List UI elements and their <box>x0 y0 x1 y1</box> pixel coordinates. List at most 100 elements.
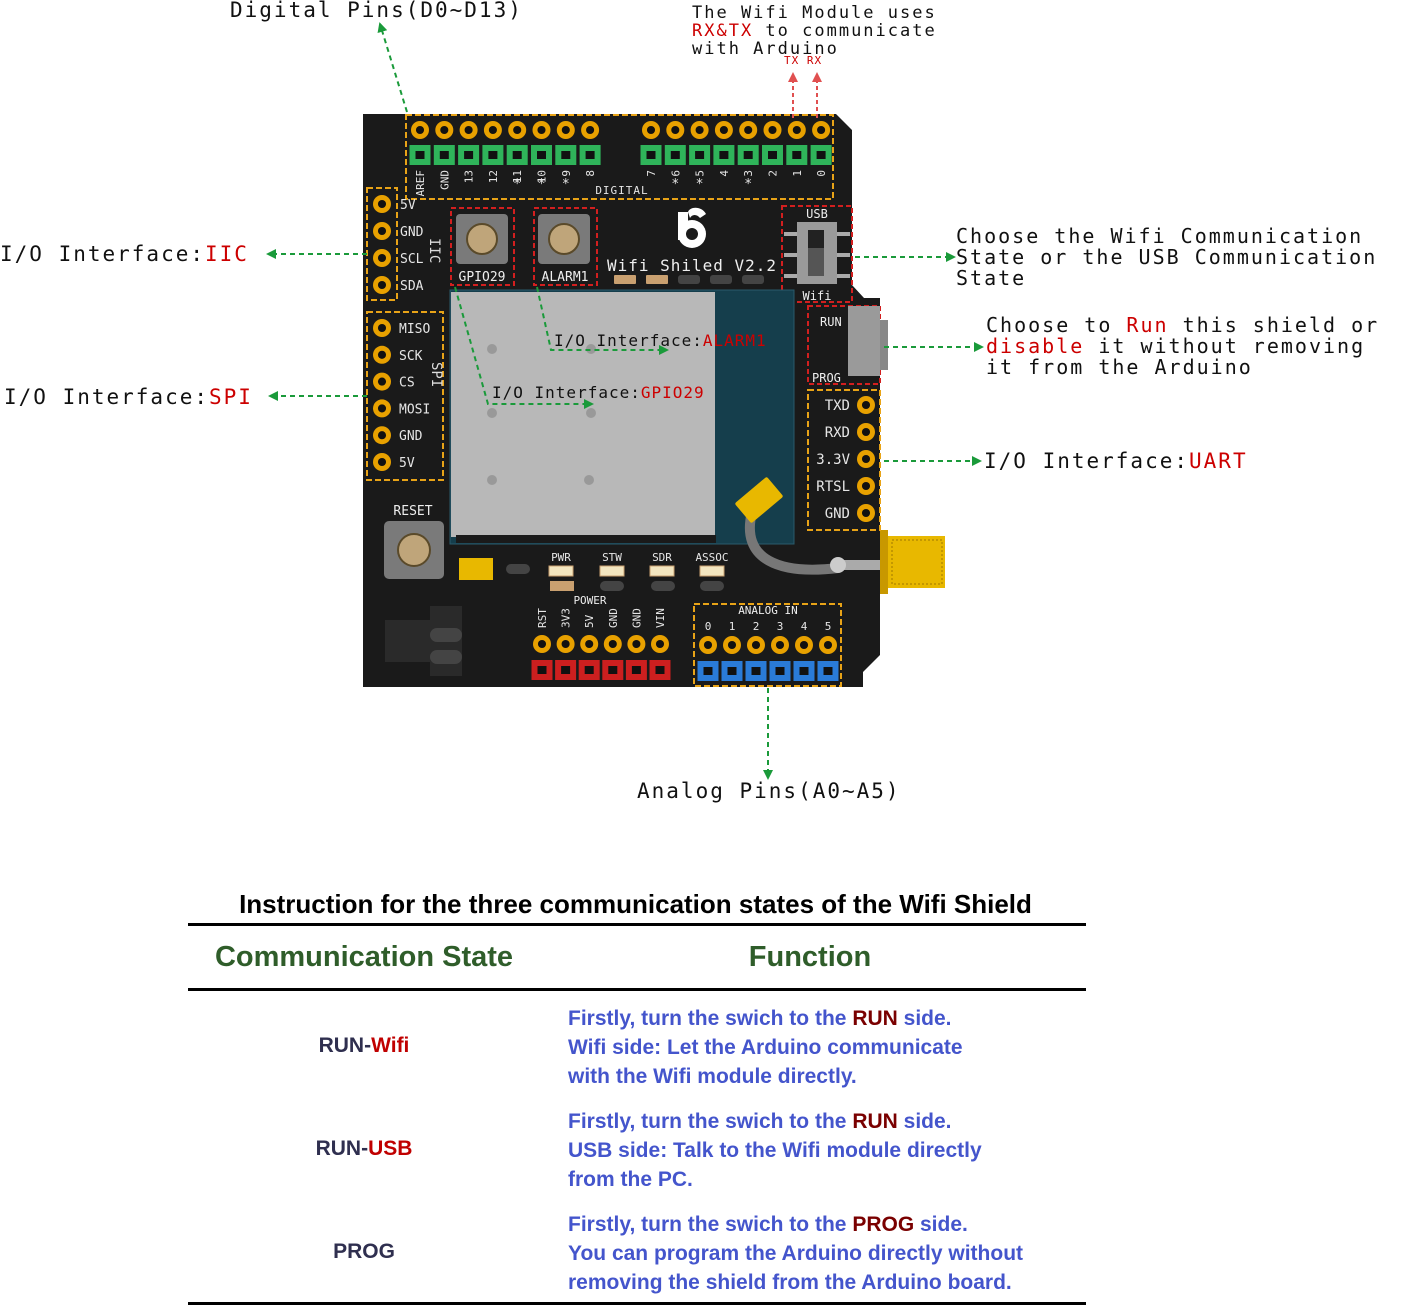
uart-annotation: I/O Interface:UART <box>984 451 1248 472</box>
digital-label: DIGITAL <box>595 184 648 197</box>
run-annotation-line1-a: Choose to <box>986 313 1127 337</box>
digital-pin-label: 2 <box>767 170 780 177</box>
digital-pin-label: 12 <box>487 170 500 183</box>
analog-pin-label: 0 <box>705 620 712 633</box>
power-header <box>531 635 671 680</box>
iic-pin-label: 5V <box>400 198 416 213</box>
analog-pin-label: 5 <box>825 620 832 633</box>
analog-label: ANALOG IN <box>738 604 798 617</box>
reset-label: RESET <box>393 504 432 519</box>
digital-pin-label: 11 <box>511 170 524 183</box>
alarm1-annotation-prefix: I/O Interface: <box>554 331 703 350</box>
row-function-line1-hi: RUN <box>852 1007 898 1030</box>
iic-header <box>373 195 391 294</box>
spi-annotation-prefix: I/O Interface: <box>4 385 210 409</box>
wifi-uart-line2: RX&TX to communicate <box>692 22 937 40</box>
gpio29-button-outline <box>450 207 515 286</box>
digital-pins-annotation: Digital Pins(D0~D13) <box>230 0 523 21</box>
rxtx-highlight: RX&TX <box>692 21 754 41</box>
digital-pin-label: 4 <box>718 170 731 177</box>
wifi-uart-line2-rest: to communicate <box>753 21 937 41</box>
run-annotation-line1-b: this shield or <box>1168 313 1380 337</box>
row-state: RUN-USB <box>188 1137 540 1161</box>
run-annotation-line3: it from the Arduino <box>986 355 1253 379</box>
row-function: Firstly, turn the swich to the RUN side.… <box>568 1107 982 1194</box>
uart-pin-label: 3.3V <box>816 452 850 468</box>
gpio29-annotation: I/O Interface:GPIO29 <box>492 382 705 403</box>
analog-pin-label: 1 <box>729 620 736 633</box>
u-fl-connector <box>735 477 783 523</box>
power-pin-label: GND <box>607 608 620 628</box>
run-annotation-line2: disable it without removing <box>986 336 1379 357</box>
analog-pin-label: 3 <box>777 620 784 633</box>
run-highlight: Run <box>1126 313 1169 337</box>
digital-pin-label: 3 <box>742 170 755 177</box>
iic-pin-label: SDA <box>400 279 424 294</box>
digital-pin-label: 7 <box>645 170 658 177</box>
row-function-line3: with the Wifi module directly. <box>568 1065 857 1088</box>
spi-pin-label: MISO <box>399 322 430 337</box>
arrow-gpio29 <box>454 286 594 409</box>
communication-states-table: Instruction for the three communication … <box>188 885 1086 1305</box>
switch-wifi-label: Wifi <box>803 289 832 303</box>
switch-annotation-line3: State <box>956 266 1027 290</box>
digital-pin-label: 10 <box>536 170 549 183</box>
spi-annotation-value: SPI <box>209 385 253 409</box>
analog-pin-label: 4 <box>801 620 808 633</box>
power-pin-label: RST <box>536 608 549 628</box>
row-state-a: PROG <box>333 1239 395 1263</box>
alarm1-button-outline <box>533 207 598 286</box>
power-pin-label: 5V <box>583 614 596 628</box>
switch-usb-label: USB <box>806 207 828 221</box>
iic-annotation: I/O Interface:IIC <box>0 244 249 265</box>
power-pin-label: 3V3 <box>560 608 573 628</box>
uart-pin-label: TXD <box>825 398 850 414</box>
row-state-b: Wifi <box>371 1033 410 1057</box>
table-top-rule <box>188 923 1086 926</box>
digital-pin-label: GND <box>438 170 451 190</box>
spi-pin-label: MOSI <box>399 402 430 417</box>
row-function-line2: USB side: Talk to the Wifi module direct… <box>568 1139 982 1162</box>
row-function: Firstly, turn the swich to the RUN side.… <box>568 1004 963 1091</box>
uart-pin-label: RXD <box>825 425 850 441</box>
usb-wifi-switch-outline <box>781 205 853 303</box>
row-state-a: RUN- <box>318 1033 372 1057</box>
led <box>599 565 625 577</box>
tx-rx-label: TX RX <box>784 54 822 68</box>
analog-header <box>697 636 839 681</box>
spi-pin-label: CS <box>399 376 415 391</box>
spi-pin-label: GND <box>399 429 423 444</box>
switch-annotation-line1: Choose the Wifi Communication <box>956 224 1364 248</box>
row-function: Firstly, turn the swich to the PROG side… <box>568 1210 1023 1297</box>
pwm-marker: * <box>696 177 704 192</box>
run-annotation-line1: Choose to Run this shield or <box>986 315 1379 336</box>
sma-connector <box>883 536 945 588</box>
header-function: Function <box>748 940 872 973</box>
row-function-line1-b: side. <box>897 1007 952 1030</box>
row-function-line1-hi: RUN <box>852 1110 898 1133</box>
table-title: Instruction for the three communication … <box>239 889 1032 919</box>
led-label: STW <box>602 551 622 564</box>
pwm-marker: * <box>671 177 679 192</box>
dfrobot-logo-icon <box>678 207 706 248</box>
row-function-line2: Wifi side: Let the Arduino communicate <box>568 1036 963 1059</box>
run-prog-switch-outline <box>807 305 881 385</box>
row-function-line1-b: side. <box>914 1213 968 1236</box>
digital-pin-label: AREF <box>414 170 427 197</box>
digital-header-outline <box>405 114 834 200</box>
gpio29-annotation-prefix: I/O Interface: <box>492 383 641 402</box>
digital-pin-label: 5 <box>694 170 707 177</box>
table-row: RUN-Wifi Firstly, turn the swich to the … <box>188 991 1086 1094</box>
row-function-line1: Firstly, turn the swich to the PROG side… <box>568 1210 1023 1239</box>
gpio29-annotation-value: GPIO29 <box>640 383 705 402</box>
led <box>699 565 725 577</box>
iic-label: IIC <box>426 238 442 263</box>
row-function-line3: removing the shield from the Arduino boa… <box>568 1271 1012 1294</box>
disable-highlight: disable <box>986 334 1085 358</box>
